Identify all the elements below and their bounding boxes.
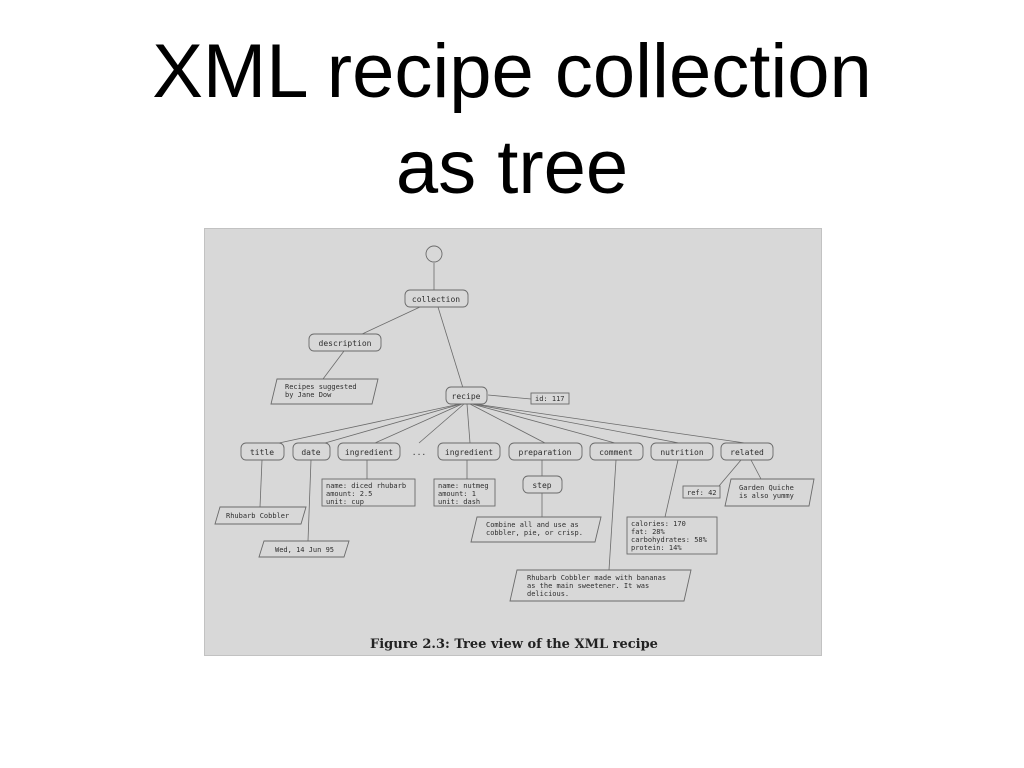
text-title-line-1: Rhubarb Cobbler [226, 512, 289, 520]
label-description: description [319, 339, 372, 348]
text-description-line-1: Recipes suggested [285, 383, 357, 391]
attr-related-ref: ref: 42 [687, 489, 717, 497]
edge-collection-description [359, 306, 421, 336]
edge-recipe-ingredient-2 [466, 403, 471, 444]
text-description-line-2: by Jane Dow [285, 391, 332, 399]
tree-node-shapes [240, 245, 774, 494]
node-nutrition-box [650, 442, 714, 461]
text-date-line-1: Wed, 14 Jun 95 [275, 546, 334, 554]
attribute-boxes [321, 392, 721, 555]
edge-recipe-ellipsis [418, 403, 465, 444]
attr-ingredient-1-box [321, 478, 416, 507]
text-comment-line-1: Rhubarb Cobbler made with bananas [527, 574, 666, 582]
label-title: title [250, 448, 274, 457]
root-node-circle [425, 245, 443, 263]
edge-comment-text [608, 459, 617, 571]
label-related: related [730, 448, 764, 457]
attr-recipe-id-box [530, 392, 570, 405]
tree-edges [259, 263, 762, 571]
node-comment-box [589, 442, 644, 461]
attribute-labels: id: 117 ref: 42 name: diced rhubarb amou… [326, 395, 717, 552]
edge-description-text [322, 350, 345, 380]
label-ellipsis: ... [412, 448, 426, 457]
slide-title-line-1: XML recipe collection [152, 29, 872, 114]
attr-ingredient-2-line-1: name: nutmeg [438, 482, 489, 490]
attr-ingredient-2-line-2: amount: 1 [438, 490, 476, 498]
attr-nutrition-line-1: calories: 170 [631, 520, 686, 528]
node-date-box [292, 442, 331, 461]
edge-related-ref [718, 459, 742, 487]
text-title-box [214, 506, 307, 525]
slide-title-line-2: as tree [395, 125, 629, 210]
edge-recipe-preparation [469, 403, 546, 444]
attr-recipe-id: id: 117 [535, 395, 565, 403]
slide-title: XML recipe collection as tree [0, 24, 1024, 216]
edge-recipe-id [487, 394, 532, 400]
label-ingredient-1: ingredient [345, 448, 393, 457]
attr-nutrition-line-3: carbohydrates: 58% [631, 536, 708, 544]
attr-ingredient-1-line-2: amount: 2.5 [326, 490, 372, 498]
text-description-box [270, 378, 379, 405]
attr-ingredient-2-line-3: unit: dash [438, 498, 480, 506]
text-related-line-1: Garden Quiche [739, 484, 794, 492]
edge-collection-recipe [437, 306, 464, 389]
attr-ingredient-1-line-1: name: diced rhubarb [326, 482, 406, 490]
text-related-line-2: is also yummy [739, 492, 794, 500]
attr-ingredient-2-box [433, 478, 496, 507]
tree-figure: collection description recipe title date… [204, 228, 822, 656]
text-labels: Recipes suggested by Jane Dow Rhubarb Co… [226, 383, 794, 598]
node-preparation-box [508, 442, 583, 461]
label-recipe: recipe [452, 392, 481, 401]
edge-recipe-ingredient-1 [374, 403, 463, 444]
text-comment-line-2: as the main sweetener. It was [527, 582, 649, 590]
label-preparation: preparation [519, 448, 572, 457]
text-boxes [214, 378, 815, 602]
node-title-box [240, 442, 285, 461]
text-date-box [258, 540, 350, 558]
node-ingredient-1-box [337, 442, 401, 461]
attr-related-ref-box [682, 485, 721, 499]
node-collection-box [404, 289, 469, 308]
figure-caption: Figure 2.3: Tree view of the XML recipe [370, 637, 658, 652]
label-collection: collection [412, 295, 460, 304]
node-description-box [308, 333, 382, 352]
node-ingredient-2-box [437, 442, 501, 461]
attr-nutrition-box [626, 516, 718, 555]
label-nutrition: nutrition [660, 448, 704, 457]
text-step-line-1: Combine all and use as [486, 521, 579, 529]
label-step: step [532, 481, 551, 490]
node-labels: collection description recipe title date… [250, 295, 764, 490]
label-ingredient-2: ingredient [445, 448, 493, 457]
text-comment-box [509, 569, 692, 602]
edge-related-text [750, 459, 762, 480]
label-date: date [301, 448, 320, 457]
text-related-box [724, 478, 815, 507]
edge-recipe-date [324, 403, 462, 444]
text-step-line-2: cobbler, pie, or crisp. [486, 529, 583, 537]
attr-ingredient-1-line-3: unit: cup [326, 498, 364, 506]
edge-title-text [259, 459, 263, 508]
edge-date-text [307, 459, 312, 542]
text-comment-line-3: delicious. [527, 590, 569, 598]
text-step-box [470, 516, 602, 543]
node-step-box [522, 475, 563, 494]
edge-recipe-nutrition [472, 403, 680, 444]
edge-recipe-title [278, 403, 461, 444]
attr-nutrition-line-2: fat: 28% [631, 528, 666, 536]
node-recipe-box [445, 386, 488, 405]
edge-recipe-comment [471, 403, 616, 444]
label-comment: comment [599, 448, 633, 457]
edge-nutrition-attrs [664, 459, 679, 518]
node-related-box [720, 442, 774, 461]
xml-tree-diagram: collection description recipe title date… [214, 245, 815, 602]
attr-nutrition-line-4: protein: 14% [631, 544, 682, 552]
edge-recipe-related [474, 403, 746, 444]
